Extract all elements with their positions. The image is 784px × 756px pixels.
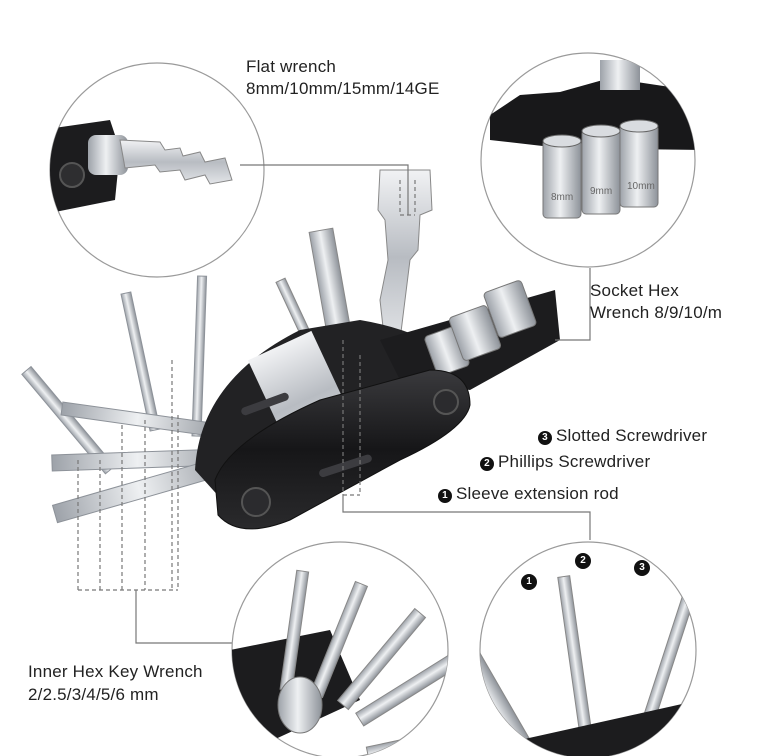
- inner-hex-sizes: 2/2.5/3/4/5/6 mm: [28, 685, 159, 704]
- slotted-screwdriver-text: Slotted Screwdriver: [556, 426, 708, 445]
- hex-key-detail: [231, 541, 449, 756]
- socket-detail: [480, 52, 696, 268]
- detail-badge-3: 3: [634, 560, 650, 576]
- flat-wrench-title: Flat wrench: [246, 57, 337, 76]
- socket-hex-sizes: Wrench 8/9/10/m: [590, 303, 723, 322]
- phillips-screwdriver-text: Phillips Screwdriver: [498, 452, 651, 471]
- sleeve-extension-label: 1 Sleeve extension rod: [438, 483, 619, 505]
- hex-keys: [21, 275, 246, 524]
- leader-lines: [77, 164, 591, 644]
- inner-hex-title: Inner Hex Key Wrench: [28, 662, 203, 681]
- socket-mark-9: 9mm: [590, 186, 612, 197]
- multi-tool-body: [21, 169, 560, 530]
- screwdriver-detail: [479, 541, 697, 756]
- slotted-screwdriver-label: 3 Slotted Screwdriver: [538, 425, 707, 447]
- flat-wrench-detail: [49, 62, 265, 278]
- number-badge-1: 1: [438, 489, 452, 503]
- sleeve-extension-text: Sleeve extension rod: [456, 484, 619, 503]
- socket-mark-10: 10mm: [627, 181, 655, 192]
- socket-mark-8: 8mm: [551, 192, 573, 203]
- phillips-screwdriver-label: 2 Phillips Screwdriver: [480, 451, 650, 473]
- detail-badge-2: 2: [575, 553, 591, 569]
- number-badge-3: 3: [538, 431, 552, 445]
- socket-hex-title: Socket Hex: [590, 281, 679, 300]
- flat-wrench-sizes: 8mm/10mm/15mm/14GE: [246, 79, 440, 98]
- detail-badge-1: 1: [521, 574, 537, 590]
- flat-wrench-blade: [377, 169, 433, 346]
- number-badge-2: 2: [480, 457, 494, 471]
